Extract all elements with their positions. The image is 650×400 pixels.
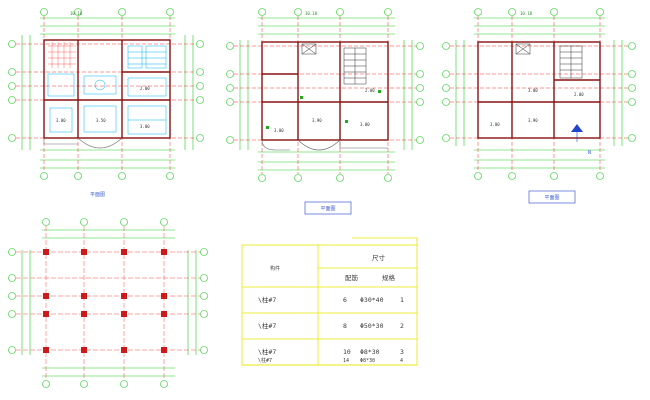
svg-text:3.00: 3.00	[274, 128, 284, 133]
row-code: 4	[400, 358, 403, 364]
svg-text:2.00: 2.00	[574, 92, 584, 97]
row-size: Φ50*30	[360, 322, 384, 330]
row-size: Φ8*30	[360, 348, 380, 356]
svg-text:3.00: 3.00	[360, 122, 370, 127]
floor-plan-3: N 3.00 3.90 2.00 3.00 10.18 平面图	[442, 8, 636, 204]
svg-text:2.00: 2.00	[365, 88, 375, 93]
row-count: 10	[343, 348, 351, 356]
row-name: \柱#7	[258, 347, 276, 356]
table-header-sub-1: 配筋	[345, 273, 359, 282]
svg-text:3.90: 3.90	[312, 118, 322, 123]
row-name: \柱#7	[258, 321, 276, 330]
table-header-left: 构件	[270, 265, 280, 272]
column-layout-plan	[8, 218, 208, 388]
svg-text:3.00: 3.00	[490, 122, 500, 127]
row-name: \柱#7	[258, 357, 272, 364]
row-count: 6	[343, 296, 347, 304]
svg-text:10.18: 10.18	[520, 11, 533, 16]
svg-text:N: N	[588, 150, 591, 156]
svg-text:10.18: 10.18	[70, 11, 83, 16]
row-code: 2	[400, 322, 404, 330]
north-arrow-icon	[571, 124, 583, 132]
table-row: \柱#7 8 Φ50*30 2	[258, 321, 404, 330]
floor-plan-2: 3.00 3.90 3.00 2.00 10.18 平面图	[226, 8, 424, 215]
table-row: \柱#7 10 Φ8*30 3	[258, 347, 404, 356]
table-header-top: 尺寸	[372, 253, 386, 262]
table-row: \柱#7 6 Φ30*40 1	[258, 295, 404, 304]
svg-text:10.18: 10.18	[305, 11, 318, 16]
svg-text:3.00: 3.00	[56, 118, 66, 123]
plan-3-caption: 平面图	[544, 195, 559, 201]
svg-text:3.00: 3.00	[528, 88, 538, 93]
svg-text:3.90: 3.90	[528, 118, 538, 123]
row-size: Φ30*40	[360, 296, 384, 304]
column-schedule-table: 构件 尺寸 配筋 规格 \柱#7 6 Φ30*40 1 \柱#7 8 Φ50*3…	[241, 237, 418, 366]
row-code: 3	[400, 348, 404, 356]
floor-plan-1: 3.00 3.50 2.00 3.00 10.18	[8, 8, 204, 180]
table-row: \柱#7 14 Φ8*30 4	[242, 357, 417, 366]
plan-3-caption-box	[528, 190, 576, 204]
svg-text:3.00: 3.00	[140, 124, 150, 129]
svg-text:3.50: 3.50	[96, 118, 106, 123]
plan-1-caption: 平面图	[90, 192, 105, 198]
column-markers	[43, 249, 167, 353]
table-header-sub-2: 规格	[382, 273, 396, 282]
row-name: \柱#7	[258, 295, 276, 304]
svg-text:2.00: 2.00	[140, 86, 150, 91]
plan-2-caption-box	[304, 201, 352, 215]
row-count: 14	[343, 358, 349, 364]
row-count: 8	[343, 322, 347, 330]
row-size: Φ8*30	[360, 358, 375, 364]
row-code: 1	[400, 296, 404, 304]
plan-2-caption: 平面图	[320, 206, 335, 212]
